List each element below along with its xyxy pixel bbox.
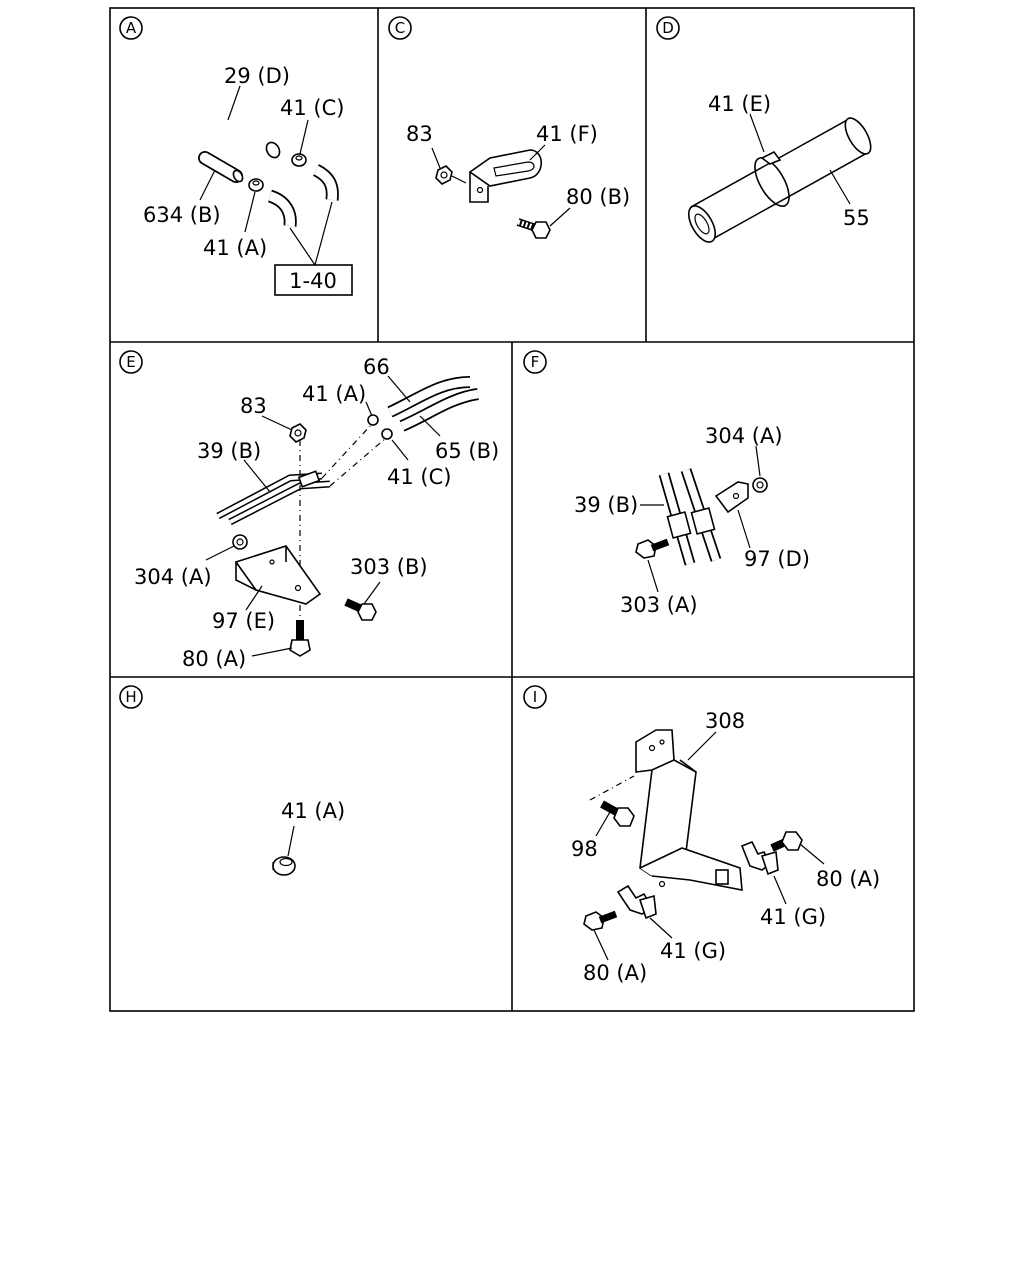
panel-f-marker: F xyxy=(523,350,547,374)
hose-elbow-1 xyxy=(312,164,339,201)
bolt-80a-e xyxy=(289,620,311,657)
clamp-41c xyxy=(291,153,307,167)
panel-c: C 83 41 (F) 80 (B) xyxy=(388,16,630,239)
label-97e: 97 (E) xyxy=(212,609,275,633)
panel-f: F 304 (A) 39 (B) 9 xyxy=(523,350,810,617)
panel-h: H 41 (A) xyxy=(119,685,345,876)
nut-304a-f xyxy=(752,477,768,493)
label-41g-left: 41 (G) xyxy=(660,939,726,963)
label-29d: 29 (D) xyxy=(224,64,290,88)
label-41a: 41 (A) xyxy=(203,236,267,260)
label-83-e: 83 xyxy=(240,394,267,418)
nut-83-e xyxy=(289,423,307,443)
label-304a-f: 304 (A) xyxy=(705,424,783,448)
hose-66 xyxy=(387,376,471,418)
label-41g-right: 41 (G) xyxy=(760,905,826,929)
label-41c-e: 41 (C) xyxy=(387,465,451,489)
clamp-41a xyxy=(248,178,264,192)
clamp-41e xyxy=(754,150,790,207)
panel-e-id: E xyxy=(126,353,135,371)
bolt-80a-i-right xyxy=(770,831,803,852)
bolt-303b xyxy=(344,598,377,621)
label-55: 55 xyxy=(843,206,870,230)
label-304a-e: 304 (A) xyxy=(134,565,212,589)
hose-elbow-2 xyxy=(267,189,297,227)
panel-a-id: A xyxy=(126,19,137,37)
washer-304a-e xyxy=(232,534,248,550)
bolt-80b xyxy=(516,218,551,239)
label-80b: 80 (B) xyxy=(566,185,630,209)
panel-h-marker: H xyxy=(119,685,143,709)
bolt-303a xyxy=(635,538,670,559)
bracket-308 xyxy=(635,729,743,891)
panel-d: D 41 (E) 55 xyxy=(656,16,872,243)
label-41c: 41 (C) xyxy=(280,96,344,120)
panel-i-marker: I xyxy=(523,685,547,709)
panel-a-marker: A xyxy=(119,16,143,40)
clip-41g-right xyxy=(740,840,779,876)
label-39b-f: 39 (B) xyxy=(574,493,638,517)
panel-i: I xyxy=(523,685,880,985)
clip-41g-left xyxy=(616,884,657,920)
clamp-41c-e xyxy=(381,428,393,440)
panel-e-marker: E xyxy=(119,350,143,374)
clip-f-2 xyxy=(690,507,716,535)
panel-grid xyxy=(109,7,915,1012)
bolt-80a-i-left xyxy=(583,910,618,931)
label-308: 308 xyxy=(705,709,745,733)
label-303a: 303 (A) xyxy=(620,593,698,617)
panel-d-marker: D xyxy=(656,16,680,40)
panel-a: A xyxy=(119,16,353,296)
panel-i-id: I xyxy=(533,688,537,706)
clip-f-1 xyxy=(666,511,692,539)
pipe-55 xyxy=(687,117,872,243)
label-80a-e: 80 (A) xyxy=(182,647,246,671)
label-80a-i-left: 80 (A) xyxy=(583,961,647,985)
label-66: 66 xyxy=(363,355,390,379)
nut-83 xyxy=(435,165,453,185)
label-41f: 41 (F) xyxy=(536,122,598,146)
panel-d-id: D xyxy=(662,19,674,37)
clamp-41a-h xyxy=(272,856,296,876)
label-634b: 634 (B) xyxy=(143,203,221,227)
clip-41f xyxy=(468,149,543,203)
label-41e: 41 (E) xyxy=(708,92,771,116)
panel-c-id: C xyxy=(395,19,405,37)
label-80a-i-right: 80 (A) xyxy=(816,867,880,891)
label-39b-e: 39 (B) xyxy=(197,439,261,463)
hose-634b xyxy=(198,151,244,183)
bracket-97d xyxy=(714,481,749,514)
ref-box xyxy=(274,264,353,296)
panel-c-marker: C xyxy=(388,16,412,40)
clamp-41a-e xyxy=(367,414,379,426)
label-41a-h: 41 (A) xyxy=(281,799,345,823)
label-41a-e: 41 (A) xyxy=(302,382,366,406)
label-ref-1-40: 1-40 xyxy=(289,269,337,293)
panel-h-id: H xyxy=(125,688,136,706)
label-65b: 65 (B) xyxy=(435,439,499,463)
label-303b: 303 (B) xyxy=(350,555,428,579)
label-98: 98 xyxy=(571,837,598,861)
bracket-97e xyxy=(234,545,322,605)
hose-39b-e xyxy=(216,470,331,526)
label-83: 83 xyxy=(406,122,433,146)
panel-f-id: F xyxy=(531,353,540,371)
bolt-98 xyxy=(600,800,635,827)
label-97d: 97 (D) xyxy=(744,547,810,571)
hose-65b xyxy=(399,388,480,432)
panel-e: E xyxy=(119,350,499,671)
pipe-29d xyxy=(159,79,281,161)
